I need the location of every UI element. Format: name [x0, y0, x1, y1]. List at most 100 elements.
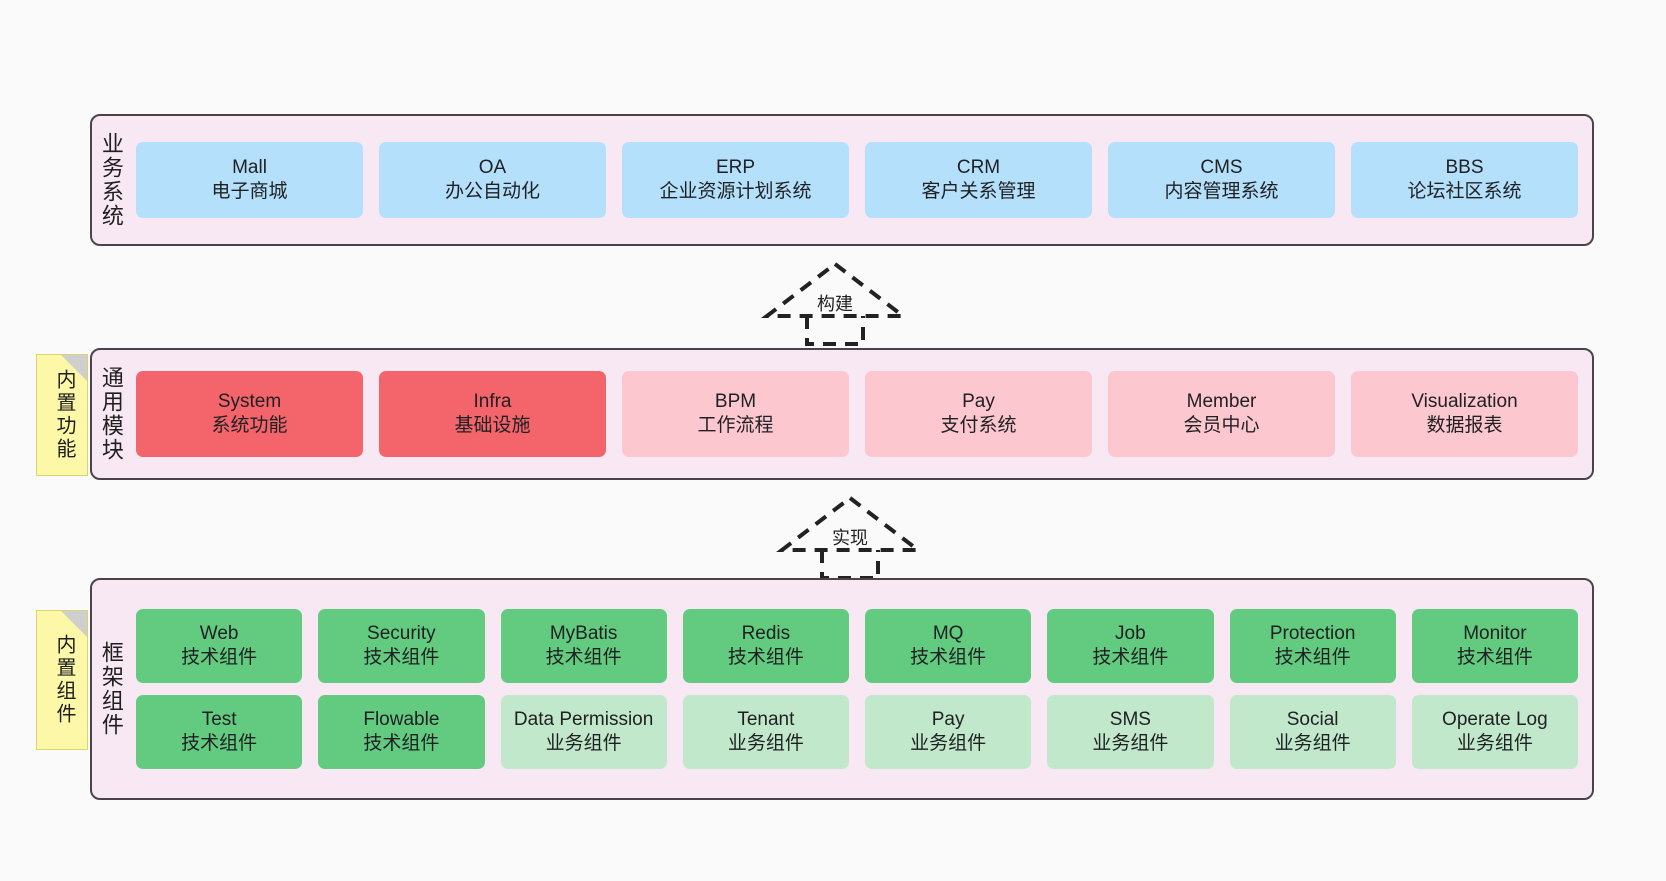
- card-mq-cn: 技术组件: [910, 647, 987, 668]
- card-pay-module-en: Pay: [962, 390, 995, 412]
- card-sms-en: SMS: [1109, 708, 1151, 730]
- card-cms-en: CMS: [1200, 156, 1243, 178]
- card-monitor-en: Monitor: [1463, 622, 1527, 644]
- card-sms-cn: 业务组件: [1092, 733, 1169, 754]
- card-system-en: System: [217, 390, 282, 412]
- card-system[interactable]: System 系统功能: [136, 371, 363, 457]
- card-tenant-en: Tenant: [737, 708, 795, 730]
- card-monitor-cn: 技术组件: [1456, 647, 1533, 668]
- layer-business-system-body: Mall 电子商城 OA 办公自动化 ERP 企业资源计划系统 CRM 客户关系…: [130, 116, 1592, 244]
- framework-row-business: Test 技术组件 Flowable 技术组件 Data Permission …: [136, 695, 1578, 769]
- connector-build-label: 构建: [817, 294, 853, 314]
- card-protection[interactable]: Protection 技术组件: [1229, 609, 1396, 683]
- card-infra[interactable]: Infra 基础设施: [379, 371, 606, 457]
- card-pay-module[interactable]: Pay 支付系统: [865, 371, 1092, 457]
- layer-framework-component-title: 框架组件: [98, 641, 124, 737]
- card-redis-cn: 技术组件: [727, 647, 804, 668]
- card-oa[interactable]: OA 办公自动化: [379, 142, 606, 218]
- card-redis[interactable]: Redis 技术组件: [682, 609, 849, 683]
- card-redis-en: Redis: [741, 622, 791, 644]
- card-member[interactable]: Member 会员中心: [1108, 371, 1335, 457]
- card-infra-cn: 基础设施: [454, 415, 531, 436]
- card-operate-log[interactable]: Operate Log 业务组件: [1411, 695, 1578, 769]
- card-security[interactable]: Security 技术组件: [318, 609, 485, 683]
- card-system-cn: 系统功能: [211, 415, 288, 436]
- card-pay-module-cn: 支付系统: [940, 415, 1017, 436]
- card-pay-component-en: Pay: [931, 708, 965, 730]
- card-oa-cn: 办公自动化: [444, 181, 540, 202]
- card-bbs-en: BBS: [1445, 156, 1484, 178]
- layer-common-module-title: 通用模块: [98, 366, 124, 462]
- card-member-cn: 会员中心: [1183, 415, 1260, 436]
- layer-common-module-body: System 系统功能 Infra 基础设施 BPM 工作流程 Pay 支付系统…: [130, 350, 1592, 478]
- card-bpm[interactable]: BPM 工作流程: [622, 371, 849, 457]
- card-security-en: Security: [367, 622, 436, 644]
- card-sms[interactable]: SMS 业务组件: [1047, 695, 1214, 769]
- card-web[interactable]: Web 技术组件: [136, 609, 303, 683]
- note-builtin-component-text: 内置组件: [53, 634, 75, 726]
- card-mybatis[interactable]: MyBatis 技术组件: [500, 609, 667, 683]
- card-operate-log-cn: 业务组件: [1456, 733, 1533, 754]
- card-flowable-en: Flowable: [363, 708, 440, 730]
- card-mall[interactable]: Mall 电子商城: [136, 142, 363, 218]
- card-cms[interactable]: CMS 内容管理系统: [1108, 142, 1335, 218]
- card-test-cn: 技术组件: [181, 733, 258, 754]
- card-social[interactable]: Social 业务组件: [1229, 695, 1396, 769]
- card-crm[interactable]: CRM 客户关系管理: [865, 142, 1092, 218]
- note-builtin-function-text: 内置功能: [53, 369, 75, 461]
- card-protection-en: Protection: [1269, 622, 1356, 644]
- card-test-en: Test: [201, 708, 237, 730]
- card-operate-log-en: Operate Log: [1442, 708, 1548, 730]
- card-social-cn: 业务组件: [1274, 733, 1351, 754]
- layer-common-module[interactable]: 通用模块 System 系统功能 Infra 基础设施 BPM 工作流程 Pay…: [90, 348, 1594, 480]
- card-data-permission[interactable]: Data Permission 业务组件: [500, 695, 667, 769]
- card-bpm-cn: 工作流程: [697, 415, 774, 436]
- note-builtin-function: 内置功能: [36, 354, 88, 476]
- card-job[interactable]: Job 技术组件: [1047, 609, 1214, 683]
- note-fold-icon: [61, 355, 87, 381]
- card-social-en: Social: [1286, 708, 1339, 730]
- card-mall-en: Mall: [232, 156, 267, 178]
- card-visualization-cn: 数据报表: [1426, 415, 1503, 436]
- card-data-permission-cn: 业务组件: [545, 733, 622, 754]
- card-mybatis-en: MyBatis: [549, 622, 618, 644]
- card-flowable-cn: 技术组件: [363, 733, 440, 754]
- note-fold-icon: [61, 611, 87, 637]
- card-mybatis-cn: 技术组件: [545, 647, 622, 668]
- card-tenant-cn: 业务组件: [727, 733, 804, 754]
- card-web-en: Web: [199, 622, 239, 644]
- framework-row-tech: Web 技术组件 Security 技术组件 MyBatis 技术组件 Redi…: [136, 609, 1578, 683]
- layer-framework-component[interactable]: 框架组件 Web 技术组件 Security 技术组件 MyBatis 技术组件…: [90, 578, 1594, 800]
- card-visualization-en: Visualization: [1411, 390, 1518, 412]
- card-security-cn: 技术组件: [363, 647, 440, 668]
- card-flowable[interactable]: Flowable 技术组件: [318, 695, 485, 769]
- card-web-cn: 技术组件: [181, 647, 258, 668]
- card-crm-en: CRM: [956, 156, 1001, 178]
- card-job-cn: 技术组件: [1092, 647, 1169, 668]
- connector-implement-label: 实现: [832, 528, 868, 548]
- card-pay-component-cn: 业务组件: [910, 733, 987, 754]
- card-mall-cn: 电子商城: [211, 181, 288, 202]
- card-monitor[interactable]: Monitor 技术组件: [1411, 609, 1578, 683]
- card-erp-en: ERP: [715, 156, 756, 178]
- card-test[interactable]: Test 技术组件: [136, 695, 303, 769]
- card-member-en: Member: [1186, 390, 1257, 412]
- card-job-en: Job: [1115, 622, 1146, 644]
- card-data-permission-en: Data Permission: [513, 708, 654, 730]
- card-erp[interactable]: ERP 企业资源计划系统: [622, 142, 849, 218]
- card-crm-cn: 客户关系管理: [921, 181, 1036, 202]
- card-pay-component[interactable]: Pay 业务组件: [865, 695, 1032, 769]
- card-bbs-cn: 论坛社区系统: [1407, 181, 1522, 202]
- card-visualization[interactable]: Visualization 数据报表: [1351, 371, 1578, 457]
- note-builtin-component: 内置组件: [36, 610, 88, 750]
- card-oa-en: OA: [478, 156, 507, 178]
- card-bpm-en: BPM: [714, 390, 757, 412]
- card-mq[interactable]: MQ 技术组件: [865, 609, 1032, 683]
- card-cms-cn: 内容管理系统: [1164, 181, 1279, 202]
- card-bbs[interactable]: BBS 论坛社区系统: [1351, 142, 1578, 218]
- layer-business-system[interactable]: 业务系统 Mall 电子商城 OA 办公自动化 ERP 企业资源计划系统 CRM…: [90, 114, 1594, 246]
- card-infra-en: Infra: [473, 390, 512, 412]
- connector-build: [760, 260, 910, 348]
- card-tenant[interactable]: Tenant 业务组件: [682, 695, 849, 769]
- card-mq-en: MQ: [932, 622, 964, 644]
